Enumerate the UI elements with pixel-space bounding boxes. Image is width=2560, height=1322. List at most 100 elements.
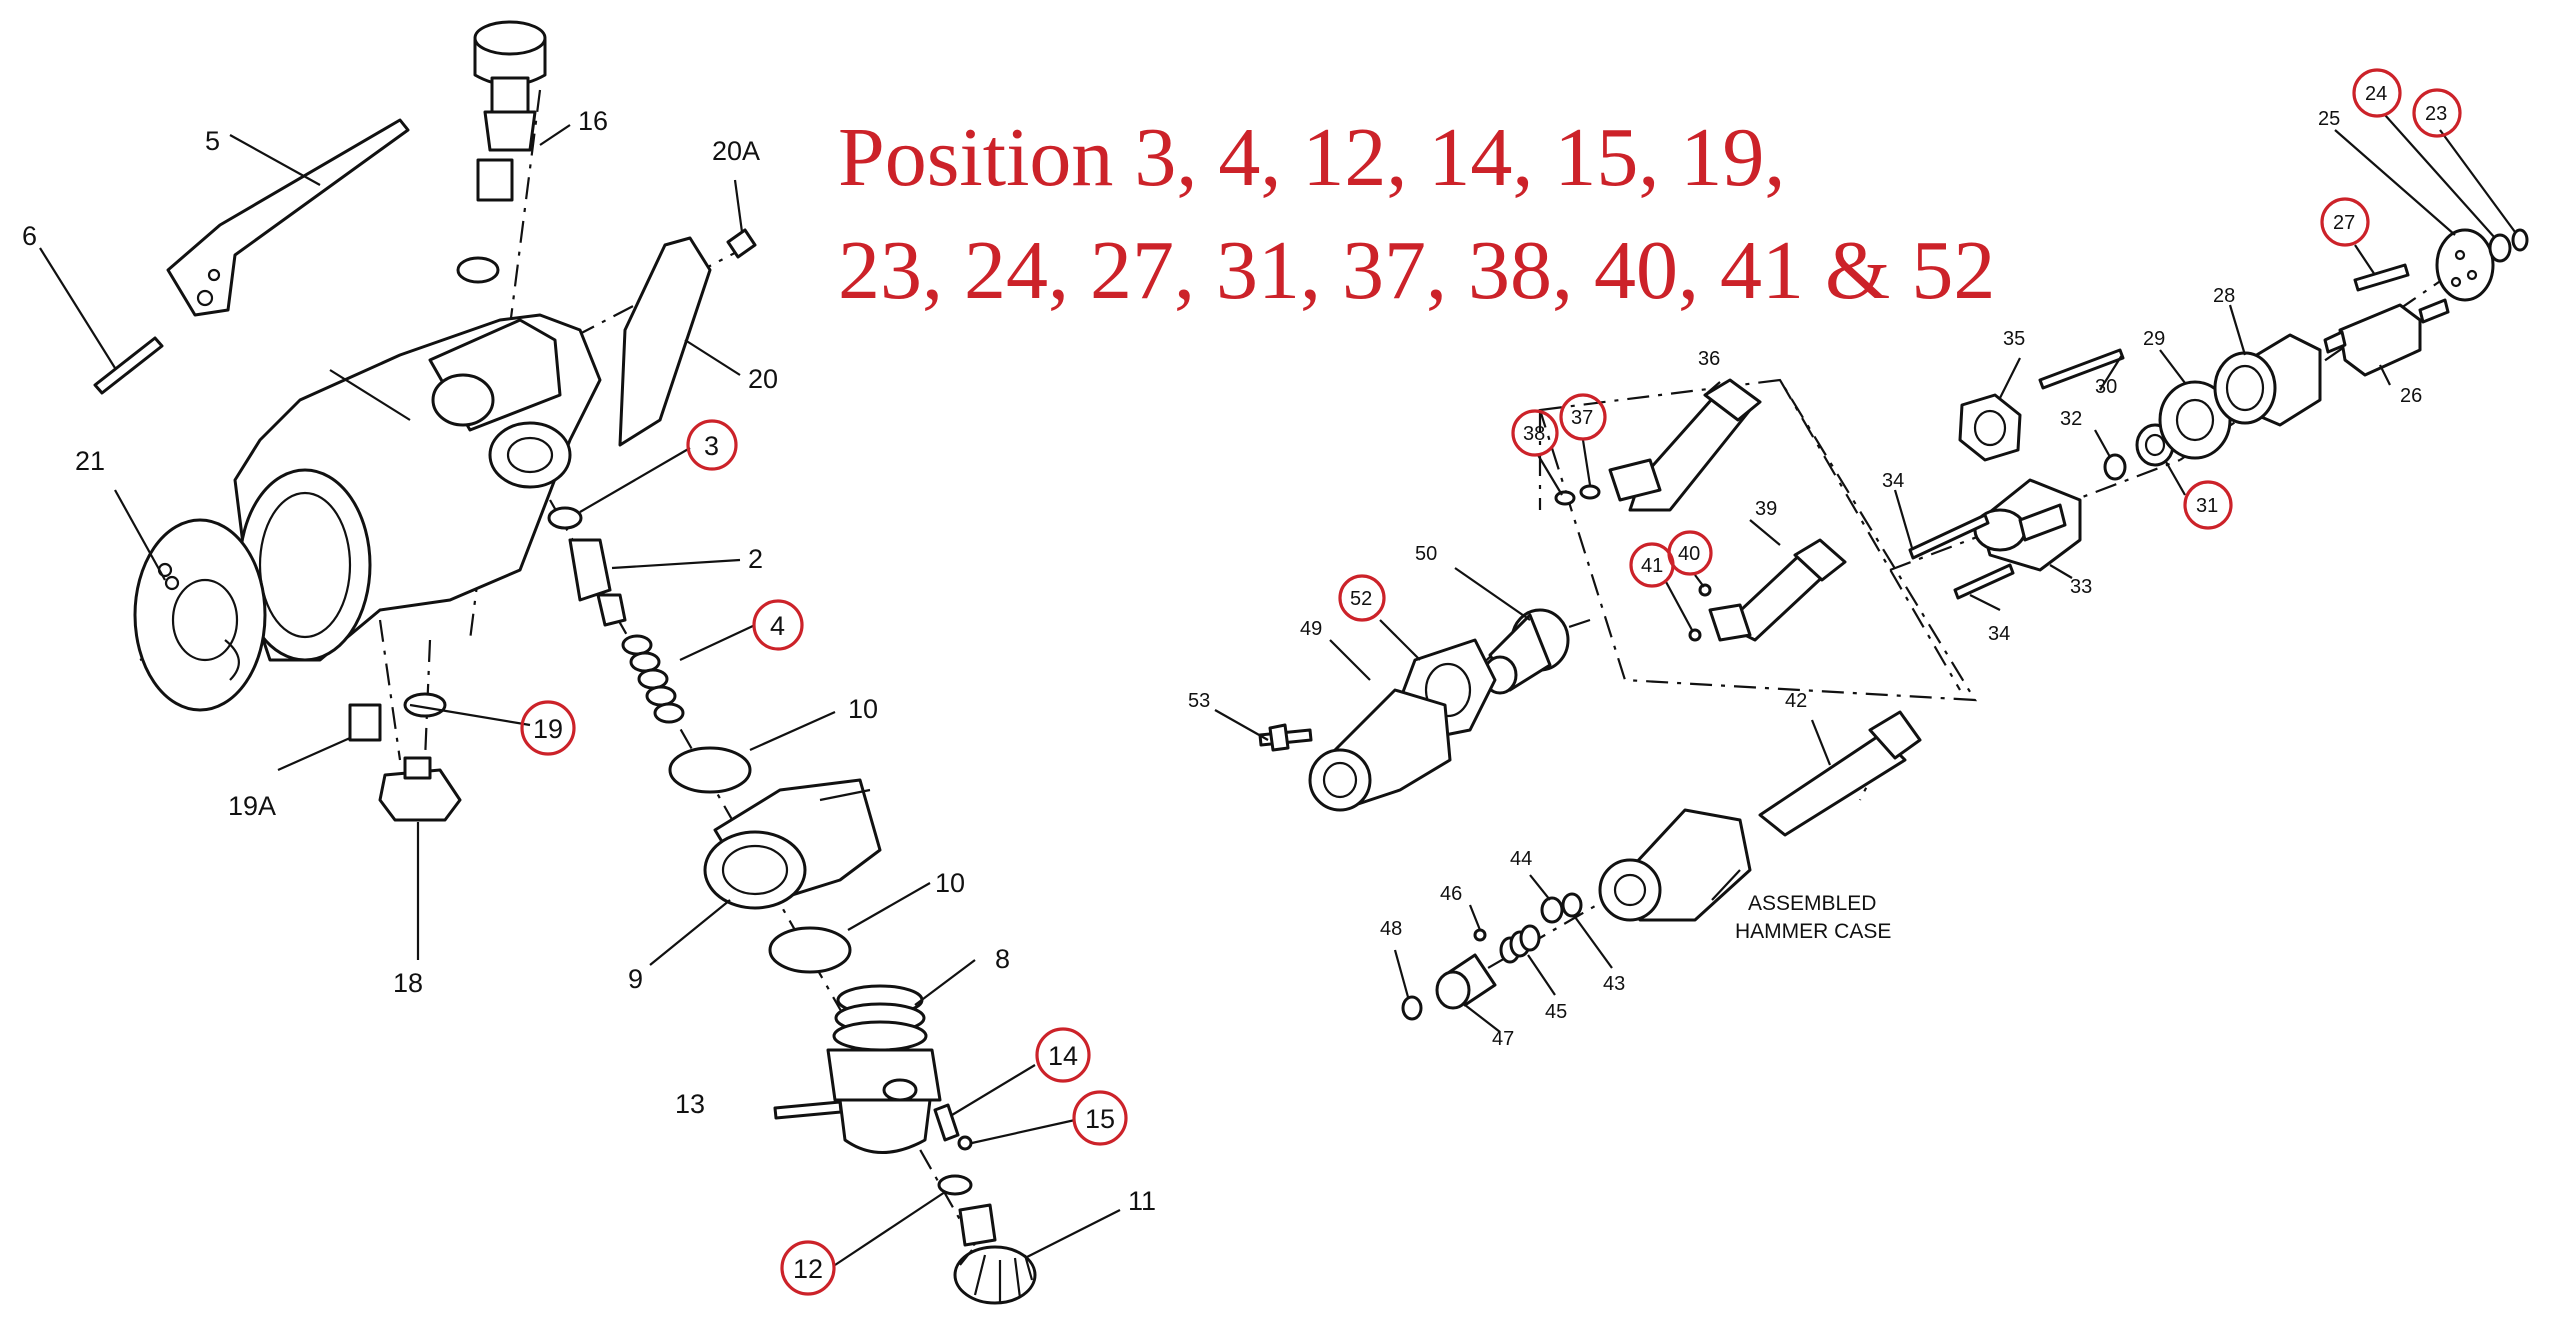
part-43-ring [1561,892,1583,918]
label-43: 43 [1603,973,1625,995]
leader-20a [733,179,744,233]
bushing-35 [1958,393,2022,462]
hammer-group-edge-2 [1779,379,1961,691]
label-52: 52 [1350,588,1372,610]
label-30: 30 [2095,376,2117,398]
part-14-spring [933,1103,960,1142]
oring-10-lower [768,926,852,974]
highlight-circle-3 [686,419,738,471]
bearing-31-inner [2144,433,2166,457]
leader-46 [1468,904,1482,931]
label-39: 39 [1755,498,1777,520]
leader-27 [2354,244,2376,276]
part-27-blade [2353,263,2410,292]
leader-24 [2384,114,2496,239]
part-44-washer [1540,896,1564,924]
housing-edge [329,369,411,421]
label-2: 2 [748,544,763,574]
label-9: 9 [628,964,643,994]
caption-line-1: ASSEMBLED [1748,892,1876,915]
housing-valve-hole [431,373,495,427]
nose-front [1308,748,1372,812]
leader-49 [1329,639,1371,681]
label-10b: 10 [935,868,965,898]
leader-23 [2439,129,2516,233]
right-labels: 36 38 37 39 40 41 50 52 49 53 42 ASSEMBL… [1188,68,2462,1050]
label-32: 32 [2060,408,2082,430]
rotor-26-body [2338,303,2422,377]
label-49: 49 [1300,618,1322,640]
part-26-rotor [2323,298,2450,377]
leader-10a [749,710,836,752]
highlight-circle-4 [752,599,804,651]
bushing-edge [819,788,871,802]
part-40-ball [1698,583,1712,597]
leader-2 [611,558,741,570]
gasket-hole-2 [164,575,180,591]
part-25-rear-plate [2435,228,2495,302]
label-16: 16 [578,106,608,136]
part-34-pin-lower [1953,563,2015,600]
part-41-pin [1688,628,1702,642]
label-27: 27 [2333,212,2355,234]
ring-12 [937,1174,973,1196]
leader-42 [1810,719,1832,766]
spring-coil-3 [637,668,669,690]
label-53: 53 [1188,690,1210,712]
cylinder-28-front [2213,351,2277,425]
right-leader-lines [1214,114,2516,1033]
part-37-ring [1579,484,1601,500]
leader-37 [1581,439,1592,486]
spring-coil-1 [621,634,653,656]
part-5-lever [166,118,410,317]
valve-knob-top [473,20,547,56]
label-20: 20 [748,364,778,394]
part-13-pin [773,1100,843,1120]
label-36: 36 [1698,348,1720,370]
oring-10-upper [668,746,752,794]
label-33: 33 [2070,576,2092,598]
highlight-circle-38 [1511,409,1559,457]
pin-34-upper [1908,513,1990,560]
label-20a: 20A [712,136,760,166]
part-18-regulator [378,756,462,822]
part-28-cylinder [2213,333,2322,427]
part-24-bearing [2488,233,2512,263]
anvil-42-shaft [1758,733,1907,837]
label-50: 50 [1415,543,1437,565]
highlight-circle-27 [2320,197,2370,247]
rear-plate-hole-3 [2450,276,2462,288]
left-leader-lines [39,124,1121,1266]
rotor-26-shaft [2418,298,2450,324]
pin-body [93,336,164,395]
label-11: 11 [1128,1186,1156,1216]
part-50-bushing [1482,608,1570,695]
part-4-spring [621,634,685,724]
end-plate-29-hole [2175,398,2215,442]
valve-spring-body [483,110,537,152]
part-32-washer [2103,453,2127,481]
screw-53-head [1268,723,1290,752]
leader-41 [1664,579,1693,631]
ring-43 [1561,892,1583,918]
plug-19a [348,703,382,742]
label-14: 14 [1048,1041,1078,1071]
highlight-circle-19 [520,700,576,756]
part-19-washer [403,692,447,718]
label-10a: 10 [848,694,878,724]
blade-27 [2353,263,2410,292]
part-23-ring [2511,228,2529,252]
spring-coil-2 [629,651,661,673]
ball-46 [1473,928,1487,942]
gasket-52-hole [1424,662,1472,718]
leader-32 [2094,429,2111,458]
part-12-ring [937,1174,973,1196]
label-8: 8 [995,944,1010,974]
leader-47 [1464,1004,1501,1033]
label-34a: 34 [1882,470,1904,492]
headline-line-1: Position 3, 4, 12, 14, 15, 19, [838,111,1785,204]
leader-20 [684,339,741,376]
gasket-outline [133,518,267,712]
part-38-ring [1554,490,1576,506]
regulator-stem [403,756,432,780]
